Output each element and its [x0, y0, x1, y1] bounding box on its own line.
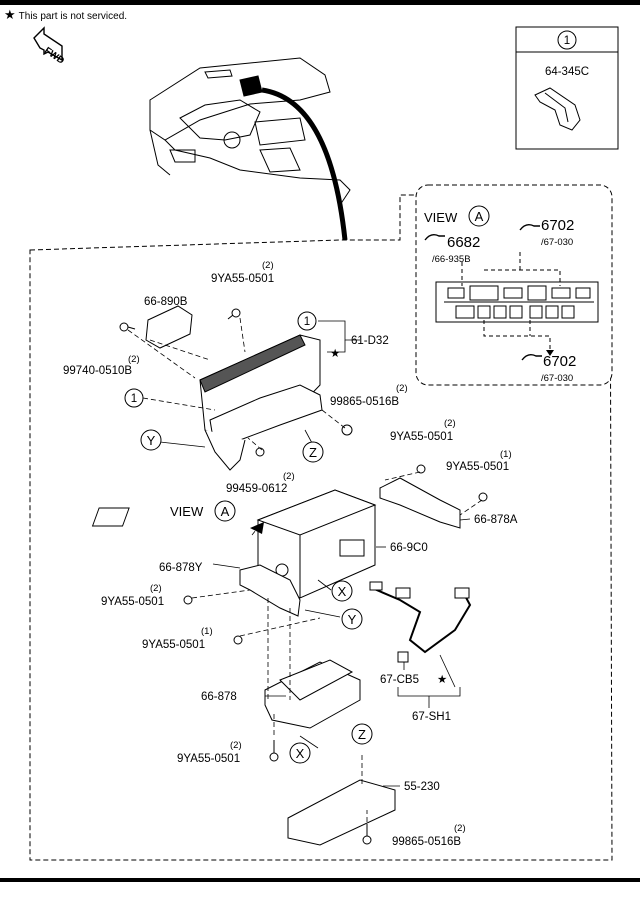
display-unit-illustration	[199, 334, 323, 471]
clip-67-cb5-icon	[397, 651, 409, 663]
view-a-main-letter: A	[221, 504, 230, 519]
inset-ref: 1	[564, 35, 570, 47]
qty-label: (2)	[283, 471, 295, 482]
part-number: 9YA55-0501	[177, 753, 240, 765]
marker-y: Y	[348, 612, 357, 627]
top-border-bar	[0, 0, 640, 5]
marker-x-circle	[331, 580, 353, 602]
qty-label: (1)	[201, 626, 213, 637]
marker-x: X	[296, 746, 305, 761]
part-number: 55-230	[404, 781, 440, 793]
conn-top-left-code: 6682	[447, 234, 480, 251]
assembly-boundary	[29, 194, 613, 861]
not-serviced-text: This part is not serviced.	[18, 11, 128, 22]
part-number: 67-SH1	[412, 711, 451, 723]
part-number: 9YA55-0501	[211, 273, 274, 285]
marker-y: Y	[147, 433, 156, 448]
bolt-icon	[269, 740, 279, 762]
inset-ref-circle	[557, 30, 577, 50]
ref-circle	[124, 388, 144, 408]
inset-part-number: 64-345C	[545, 66, 589, 78]
part-number: 61-D32	[351, 335, 389, 347]
connector-pointer-icon	[521, 353, 542, 361]
callout-swoosh	[261, 87, 348, 241]
conn-top-right-sub: /67-030	[541, 237, 573, 248]
conn-top-left-sub: /66-935B	[432, 254, 471, 265]
bolt-icon	[416, 464, 426, 474]
bolt-icon	[255, 447, 265, 457]
marker-z: Z	[358, 727, 366, 742]
qty-label: (2)	[230, 740, 242, 751]
connector-pointer-icon	[519, 223, 540, 231]
conn-top-right-code: 6702	[541, 217, 574, 234]
view-a-letter: A	[475, 209, 484, 224]
star-icon: ★	[330, 348, 340, 360]
marker-x-circle	[289, 742, 311, 764]
view-a-label: VIEW	[424, 210, 458, 225]
view-a-main-label: VIEW	[170, 504, 204, 519]
qty-label: (2)	[444, 418, 456, 429]
conn-bottom-sub: /67-030	[541, 373, 573, 384]
unit-66-9c0-illustration	[91, 489, 377, 599]
qty-label: (2)	[262, 260, 274, 271]
part-number: 67-CB5	[380, 674, 419, 686]
bracket-66-878y-illustration	[239, 564, 301, 617]
bolt-icon	[119, 322, 136, 332]
marker-y-circle	[140, 429, 162, 451]
view-a-circle	[468, 205, 490, 227]
bracket-66-878-illustration	[264, 659, 361, 729]
marker-x: X	[338, 584, 347, 599]
part-number: 99865-0516B	[392, 836, 461, 848]
part-number: 9YA55-0501	[390, 431, 453, 443]
bolt-icon	[227, 308, 241, 320]
view-a-main-circle	[214, 500, 236, 522]
part-number: 99865-0516B	[330, 396, 399, 408]
view-a-leaders	[461, 250, 561, 350]
ref-label: 1	[131, 393, 137, 405]
qty-label: (2)	[396, 383, 408, 394]
solid-leaders	[159, 320, 471, 787]
bracket-66-890b-illustration	[145, 305, 193, 349]
bolt-icon	[478, 492, 488, 502]
clip-icon	[534, 87, 581, 131]
qty-label: (2)	[150, 583, 162, 594]
ref-label: 1	[304, 316, 310, 328]
part-number: 66-878Y	[159, 562, 203, 574]
bracket-66-878a-illustration	[379, 477, 461, 529]
part-number: 66-890B	[144, 296, 188, 308]
bolt-icon	[183, 595, 193, 605]
bolt-icon	[362, 824, 372, 845]
part-number: 99459-0612	[226, 483, 287, 495]
bottom-border-bar	[0, 878, 640, 882]
connector-panel-icon	[435, 281, 599, 323]
bolt-icon	[233, 635, 243, 645]
part-number: 9YA55-0501	[142, 639, 205, 651]
view-a-arrow-icon	[250, 522, 264, 534]
fwd-arrow-icon: FWD	[33, 26, 66, 67]
star-icon: ★	[437, 674, 447, 686]
qty-label: (1)	[500, 449, 512, 460]
marker-z-circle	[302, 441, 324, 463]
marker-z-circle	[351, 723, 373, 745]
qty-label: (2)	[128, 354, 140, 365]
marker-y-circle	[341, 608, 363, 630]
marker-z: Z	[309, 445, 317, 460]
qty-label: (2)	[454, 823, 466, 834]
part-number: 66-9C0	[390, 542, 428, 554]
part-number: 66-878	[201, 691, 237, 703]
ref-circle	[297, 311, 317, 331]
conn-bottom-code: 6702	[543, 353, 576, 370]
harness-67-sh1-illustration	[369, 581, 472, 654]
dashboard-illustration	[149, 57, 351, 206]
part-number: 99740-0510B	[63, 365, 132, 377]
part-number: 66-878A	[474, 514, 518, 526]
part-number: 9YA55-0501	[101, 596, 164, 608]
connector-pointer-icon	[424, 233, 445, 241]
not-serviced-note: ★This part is not serviced.	[4, 7, 128, 23]
star-icon: ★	[4, 7, 16, 22]
bracket-55-230-illustration	[287, 779, 396, 846]
part-number: 9YA55-0501	[446, 461, 509, 473]
